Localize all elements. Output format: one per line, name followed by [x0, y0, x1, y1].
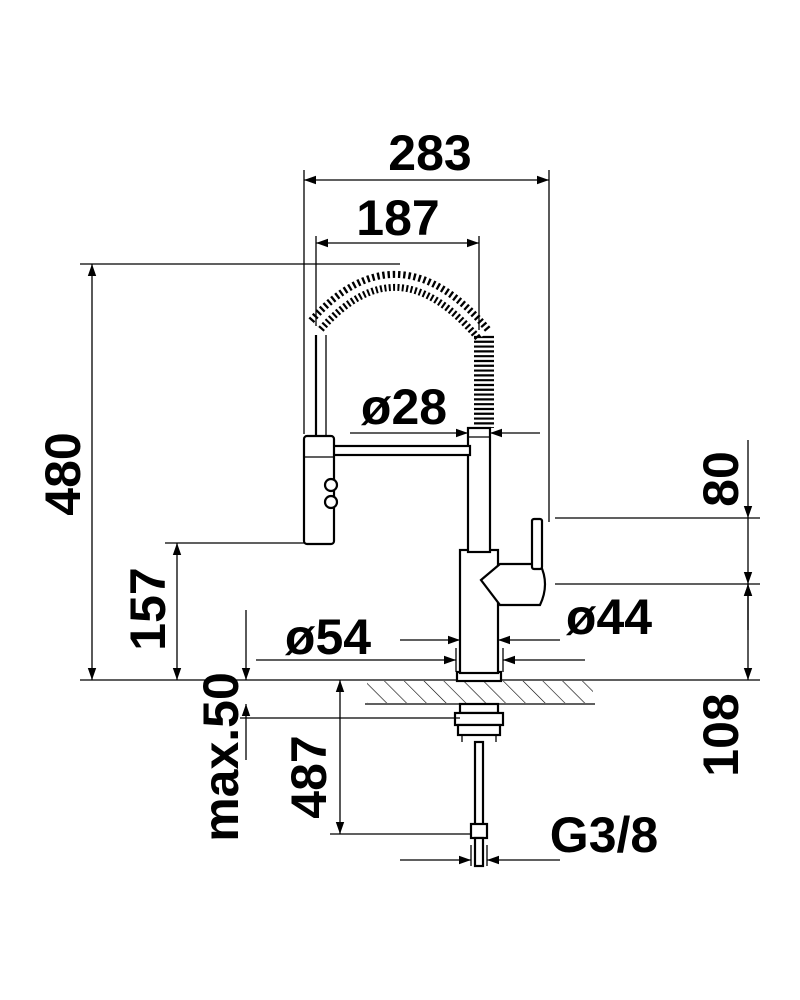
dim-body-diameter: ø44 — [566, 589, 652, 645]
dim-base-diameter: ø54 — [285, 609, 371, 665]
dim-spout-diameter: ø28 — [361, 379, 447, 435]
dim-counter-thickness: max.50 — [193, 672, 249, 842]
mounting-nut — [453, 711, 505, 727]
lever-handle — [530, 517, 544, 571]
spout-tube — [466, 426, 492, 554]
thread-fitting — [469, 822, 489, 840]
spray-button-icon — [323, 494, 339, 510]
dimension-lines — [87, 175, 753, 865]
faucet — [302, 271, 547, 868]
dim-spout-reach: 187 — [356, 190, 439, 246]
dimension-labels: 283 187 480 157 ø28 ø44 ø54 80 108 max.5… — [35, 125, 749, 863]
faucet-body — [458, 548, 500, 675]
extension-lines — [80, 170, 760, 866]
dim-counter-to-lever: 108 — [693, 693, 749, 776]
supply-hose — [473, 740, 485, 828]
dim-total-width: 283 — [388, 125, 471, 181]
dim-height: 480 — [35, 432, 91, 515]
dim-hose-length: 487 — [281, 735, 337, 818]
spray-button-icon — [323, 477, 339, 493]
holder-arm — [328, 444, 472, 457]
dim-lever-height: 80 — [693, 451, 749, 507]
dim-thread: G3/8 — [550, 807, 658, 863]
countertop — [80, 679, 760, 705]
dim-spray-head-height: 157 — [120, 567, 176, 650]
